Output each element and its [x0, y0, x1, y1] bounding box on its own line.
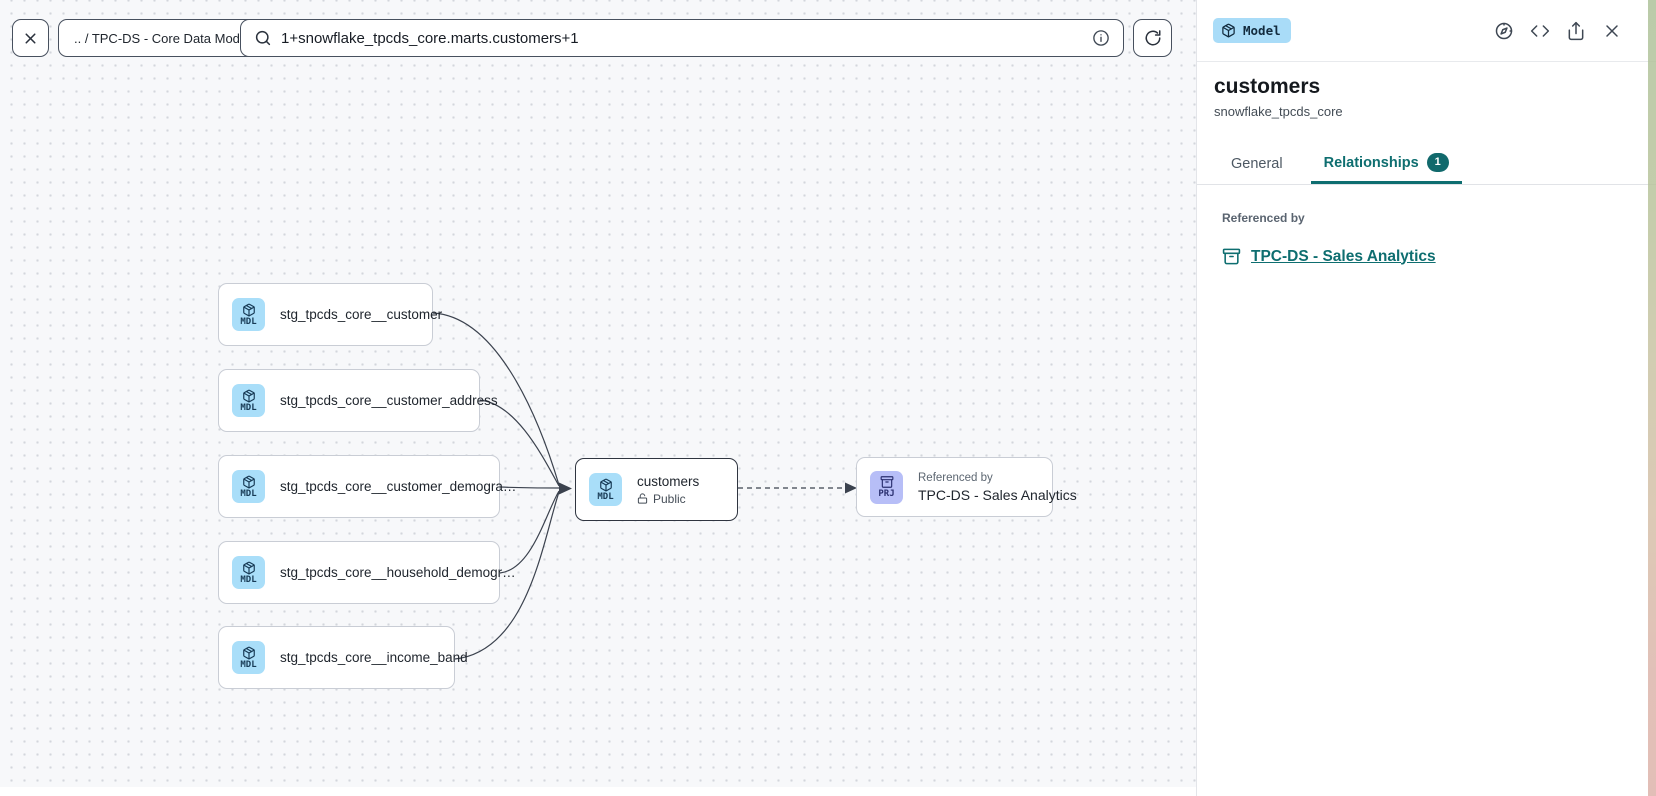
referenced-project-link-row[interactable]: TPC-DS - Sales Analytics: [1222, 247, 1632, 266]
unlock-icon: [637, 493, 648, 504]
node-label: customers: [637, 473, 700, 489]
model-type-chip: MDL: [232, 556, 265, 589]
lineage-edges: [432, 312, 857, 660]
cube-icon: [242, 646, 255, 659]
node-stg-tpcds-core-customer-address[interactable]: MDL stg_tpcds_core__customer_address: [218, 369, 498, 432]
chip-label: MDL: [240, 659, 257, 670]
cube-icon: [599, 478, 612, 491]
chip-label: MDL: [240, 574, 257, 585]
cube-icon: [242, 389, 255, 402]
cube-icon: [242, 303, 255, 316]
node-label: stg_tpcds_core__customer: [280, 307, 443, 322]
node-label: stg_tpcds_core__household_demogr…: [280, 565, 516, 580]
node-referenced-project[interactable]: PRJ Referenced by TPC-DS - Sales Analyti…: [856, 457, 1077, 517]
breadcrumb[interactable]: .. / TPC-DS - Core Data Models: [58, 19, 273, 57]
archive-icon: [1222, 247, 1241, 266]
lineage-search-bar[interactable]: [240, 19, 1124, 57]
model-type-chip: MDL: [232, 641, 265, 674]
visibility-label: Public: [653, 491, 686, 506]
chip-label: MDL: [240, 316, 257, 327]
project-type-chip: PRJ: [870, 470, 903, 504]
info-icon[interactable]: [1092, 29, 1110, 47]
node-label: TPC-DS - Sales Analytics: [918, 486, 1077, 503]
chip-label: PRJ: [878, 489, 895, 499]
search-icon: [254, 29, 272, 47]
code-icon[interactable]: [1530, 21, 1550, 41]
page-title: customers: [1214, 75, 1321, 98]
chip-label: MDL: [240, 402, 257, 413]
model-type-badge: Model: [1213, 18, 1291, 43]
chip-label: MDL: [597, 491, 614, 502]
visibility-row: Public: [637, 492, 699, 506]
node-stg-tpcds-core-income-band[interactable]: MDL stg_tpcds_core__income_band: [218, 626, 468, 689]
model-type-chip: MDL: [232, 470, 265, 503]
tab-general[interactable]: General: [1229, 144, 1285, 184]
relationships-content: Referenced by TPC-DS - Sales Analytics: [1197, 185, 1656, 266]
model-type-chip: MDL: [589, 473, 622, 506]
node-label: stg_tpcds_core__income_band: [280, 650, 468, 665]
model-type-chip: MDL: [232, 384, 265, 417]
schema-subtitle: snowflake_tpcds_core: [1214, 104, 1343, 119]
model-badge-label: Model: [1243, 23, 1281, 38]
search-input[interactable]: [281, 29, 1083, 47]
cube-icon: [242, 475, 255, 488]
screen-edge-artifact: [1648, 0, 1656, 796]
panel-header-actions: [1494, 21, 1622, 41]
tab-relationships[interactable]: Relationships 1: [1310, 144, 1462, 184]
tab-label: Relationships: [1323, 154, 1419, 171]
cube-icon: [242, 561, 255, 574]
share-icon[interactable]: [1566, 21, 1586, 41]
refresh-icon: [1144, 29, 1162, 47]
panel-header: Model: [1197, 0, 1656, 62]
referenced-by-kicker: Referenced by: [918, 471, 993, 484]
tab-label: General: [1231, 156, 1283, 172]
lineage-canvas[interactable]: .. / TPC-DS - Core Data Models MDL stg_t…: [0, 0, 1196, 787]
close-icon: [22, 30, 39, 47]
referenced-project-link[interactable]: TPC-DS - Sales Analytics: [1251, 247, 1436, 265]
cube-icon: [1222, 23, 1235, 38]
panel-tabs: General Relationships 1: [1197, 144, 1656, 185]
referenced-by-heading: Referenced by: [1222, 211, 1305, 225]
node-label: stg_tpcds_core__customer_address: [280, 393, 498, 408]
refresh-button[interactable]: [1133, 19, 1172, 57]
detail-panel: Model customers snowflake_tpcds_core: [1196, 0, 1656, 796]
node-customers-selected[interactable]: MDL customers Public: [575, 458, 738, 521]
node-label: stg_tpcds_core__customer_demogra…: [280, 479, 517, 494]
archive-icon: [880, 476, 893, 488]
node-stg-tpcds-core-household-demographics[interactable]: MDL stg_tpcds_core__household_demogr…: [218, 541, 516, 604]
node-stg-tpcds-core-customer-demographics[interactable]: MDL stg_tpcds_core__customer_demogra…: [218, 455, 516, 518]
model-type-chip: MDL: [232, 298, 265, 331]
chip-label: MDL: [240, 488, 257, 499]
breadcrumb-label: .. / TPC-DS - Core Data Models: [74, 30, 257, 46]
close-icon[interactable]: [1602, 21, 1622, 41]
relationships-count-badge: 1: [1426, 153, 1449, 172]
close-lineage-button[interactable]: [12, 19, 49, 57]
compass-icon[interactable]: [1494, 21, 1514, 41]
node-stg-tpcds-core-customer[interactable]: MDL stg_tpcds_core__customer: [218, 283, 442, 346]
